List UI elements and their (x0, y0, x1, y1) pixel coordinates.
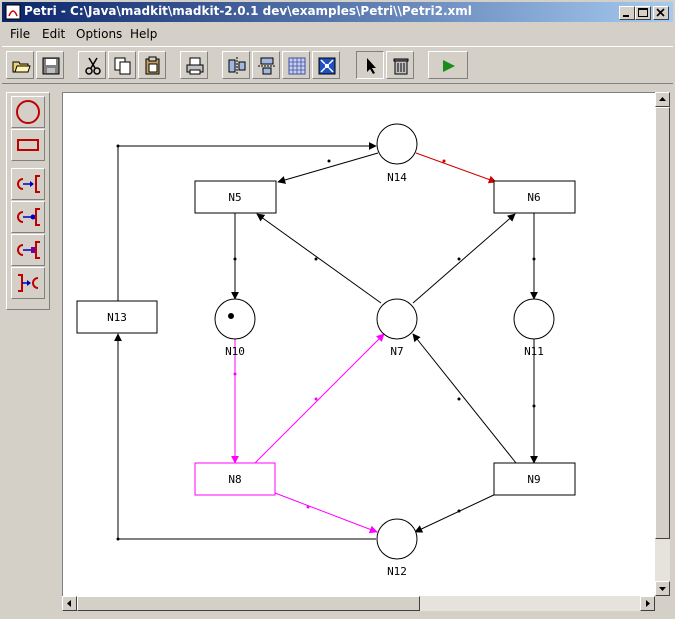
arc-n7-n5[interactable] (256, 213, 382, 304)
window-title: Petri - C:\Java\madkit\madkit-2.0.1 dev\… (24, 4, 472, 18)
place-n7[interactable]: N7 (376, 298, 418, 358)
arc-n9-n12[interactable] (414, 492, 499, 533)
title-bar: Petri - C:\Java\madkit\madkit-2.0.1 dev\… (2, 2, 673, 22)
place-n11-label: N11 (524, 345, 544, 358)
transition-n5-label: N5 (228, 191, 241, 204)
maximize-icon[interactable] (635, 6, 651, 20)
vertical-scroll-thumb[interactable] (655, 107, 670, 539)
run-icon[interactable] (428, 51, 468, 79)
inhibitor-arc-tool-icon[interactable] (11, 201, 45, 233)
minimize-icon[interactable] (619, 6, 635, 20)
scroll-up-icon[interactable] (655, 92, 670, 107)
place-n14[interactable]: N14 (376, 123, 418, 184)
delete-icon[interactable] (386, 51, 414, 79)
menu-help[interactable]: Help (130, 27, 158, 41)
transition-n6-label: N6 (527, 191, 540, 204)
scroll-down-icon[interactable] (655, 581, 670, 596)
place-n12[interactable]: N12 (376, 518, 418, 578)
arc-n14-n5[interactable] (277, 152, 379, 184)
menu-file[interactable]: File (10, 27, 31, 41)
menu-options[interactable]: Options (76, 27, 123, 41)
arc-n6-n11[interactable] (530, 213, 538, 300)
place-n10-label: N10 (225, 345, 245, 358)
transition-n9-label: N9 (527, 473, 540, 486)
copy-icon[interactable] (108, 51, 136, 79)
toolbar (2, 46, 673, 84)
arc-n10-n8[interactable] (231, 339, 239, 464)
reset-arc-tool-icon[interactable] (11, 234, 45, 266)
scroll-corner (655, 596, 670, 611)
grid-icon[interactable] (282, 51, 310, 79)
petri-net-canvas[interactable]: N14 N10 N7 N11 N12 N5 (62, 92, 656, 597)
transition-n13-label: N13 (107, 311, 127, 324)
transition-n8-label: N8 (228, 473, 241, 486)
menu-edit[interactable]: Edit (42, 27, 66, 41)
arc-n9-n7[interactable] (412, 333, 517, 464)
arc-n11-n9[interactable] (530, 339, 538, 464)
reverse-arc-tool-icon[interactable] (11, 267, 45, 299)
save-icon[interactable] (36, 51, 64, 79)
transition-n13[interactable]: N13 (76, 300, 158, 334)
place-n7-label: N7 (390, 345, 403, 358)
arc-n14-n6[interactable] (415, 152, 497, 184)
transition-n6[interactable]: N6 (493, 180, 576, 214)
arc-n13-n14[interactable] (116, 142, 377, 302)
align-horizontal-icon[interactable] (222, 51, 250, 79)
place-tool-icon[interactable] (11, 96, 45, 128)
transition-n5[interactable]: N5 (194, 180, 277, 214)
arc-n12-n13[interactable] (114, 333, 377, 541)
arc-n5-n10[interactable] (231, 213, 239, 300)
place-n11[interactable]: N11 (513, 298, 555, 358)
cut-icon[interactable] (78, 51, 106, 79)
transition-n8[interactable]: N8 (194, 462, 276, 496)
print-icon[interactable] (180, 51, 208, 79)
horizontal-scroll-thumb[interactable] (77, 596, 420, 611)
tool-palette (6, 92, 50, 310)
transition-n9[interactable]: N9 (493, 462, 576, 496)
app-icon (5, 4, 21, 20)
open-icon[interactable] (6, 51, 34, 79)
petri-net-graph[interactable]: N14 N10 N7 N11 N12 N5 (63, 93, 655, 596)
place-n12-label: N12 (387, 565, 407, 578)
arc-tool-icon[interactable] (11, 168, 45, 200)
arc-n7-n6[interactable] (412, 213, 516, 304)
fit-icon[interactable] (312, 51, 340, 79)
close-icon[interactable] (653, 6, 669, 20)
paste-icon[interactable] (138, 51, 166, 79)
arc-n8-n12[interactable] (274, 492, 378, 534)
place-n10[interactable]: N10 (214, 298, 256, 358)
vertical-scrollbar[interactable] (655, 92, 670, 596)
arc-n8-n7[interactable] (254, 333, 385, 464)
select-arrow-icon[interactable] (356, 51, 384, 79)
align-vertical-icon[interactable] (252, 51, 280, 79)
transition-tool-icon[interactable] (11, 129, 45, 161)
place-n14-label: N14 (387, 171, 407, 184)
horizontal-scrollbar[interactable] (62, 596, 655, 611)
menu-bar: File Edit Options Help (2, 24, 673, 44)
token-dot (228, 313, 234, 319)
scroll-right-icon[interactable] (640, 596, 655, 611)
scroll-left-icon[interactable] (62, 596, 77, 611)
